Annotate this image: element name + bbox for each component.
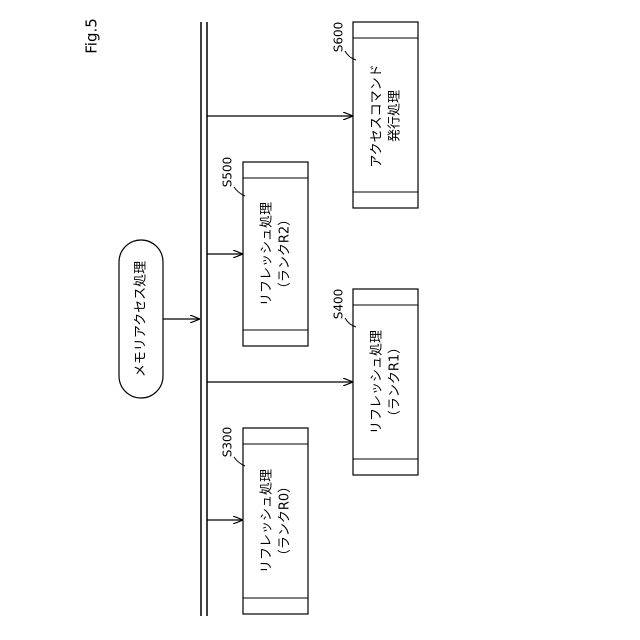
step-label-s500: S500 [221,157,235,188]
step-label-s400: S400 [332,289,346,320]
start-terminal-label: メモリアクセス処理 [134,261,149,377]
process-text-s500-line2: （ランクR2） [278,213,293,295]
process-text-s300-line1: リフレッシュ処理 [260,469,275,573]
process-text-s300-line2: （ランクR0） [278,480,293,562]
process-text-s600-line2: 発行処理 [388,90,403,142]
process-box-s300: リフレッシュ処理 （ランクR0） [243,428,308,614]
process-box-s600: アクセスコマンド 発行処理 [353,22,418,208]
figure-label: Fig.5 [83,18,101,54]
process-box-s400: リフレッシュ処理 （ランクR1） [353,289,418,475]
process-text-s400-line1: リフレッシュ処理 [370,330,385,434]
process-text-s500-line1: リフレッシュ処理 [260,202,275,306]
step-label-s300: S300 [221,427,235,458]
step-label-s600: S600 [332,22,346,53]
process-text-s600-line1: アクセスコマンド [370,64,385,167]
process-text-s400-line2: （ランクR1） [388,341,403,423]
process-box-s500: リフレッシュ処理 （ランクR2） [243,162,308,346]
